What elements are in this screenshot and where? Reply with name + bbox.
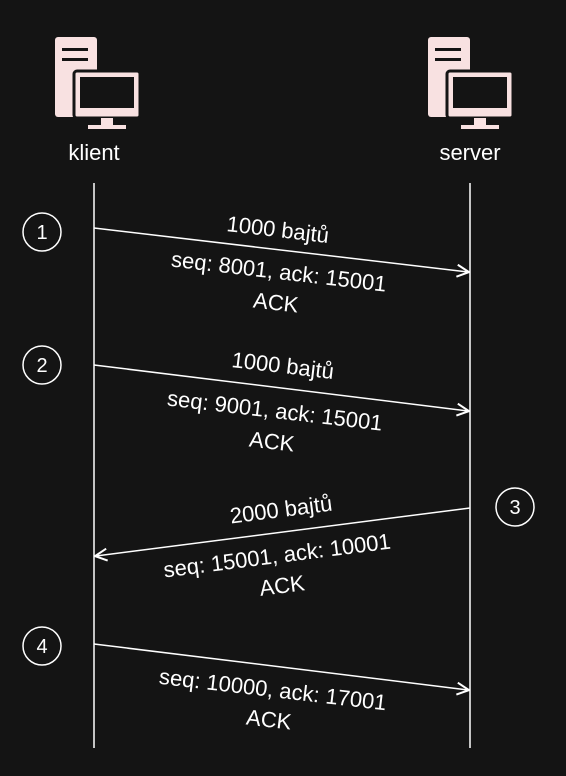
message-arrow: [93, 364, 468, 411]
message-arrow: [96, 507, 471, 556]
server-computer-icon: [428, 37, 515, 129]
client-computer-icon: [55, 37, 142, 129]
flag-label: ACK: [252, 287, 300, 317]
flag-label: ACK: [248, 426, 296, 456]
flag-label: ACK: [258, 570, 306, 601]
payload-label: 1000 bajtů: [225, 211, 330, 248]
payload-label: 1000 bajtů: [230, 347, 335, 384]
server-label: server: [439, 140, 500, 165]
message-2: 2 1000 bajtů seq: 9001, ack: 15001 ACK: [22, 345, 468, 457]
seq-ack-label: seq: 9001, ack: 15001: [166, 386, 384, 436]
step-badge: [22, 626, 62, 666]
seq-ack-label: seq: 8001, ack: 15001: [170, 247, 388, 297]
step-number: 1: [36, 222, 47, 244]
message-3: 3 2000 bajtů seq: 15001, ack: 10001 ACK: [96, 487, 535, 601]
payload-label: 2000 bajtů: [228, 491, 333, 529]
step-number: 2: [36, 355, 47, 377]
client-label: klient: [68, 140, 119, 165]
step-number: 4: [36, 636, 47, 658]
flag-label: ACK: [245, 704, 293, 734]
message-4: 4 seq: 10000, ack: 17001 ACK: [22, 626, 468, 735]
step-badge: [495, 487, 535, 527]
message-arrow: [93, 227, 468, 272]
step-badge: [22, 345, 62, 385]
step-number: 3: [509, 497, 520, 519]
message-arrow: [93, 643, 468, 690]
step-badge: [22, 212, 62, 252]
message-1: 1 1000 bajtů seq: 8001, ack: 15001 ACK: [22, 211, 468, 318]
